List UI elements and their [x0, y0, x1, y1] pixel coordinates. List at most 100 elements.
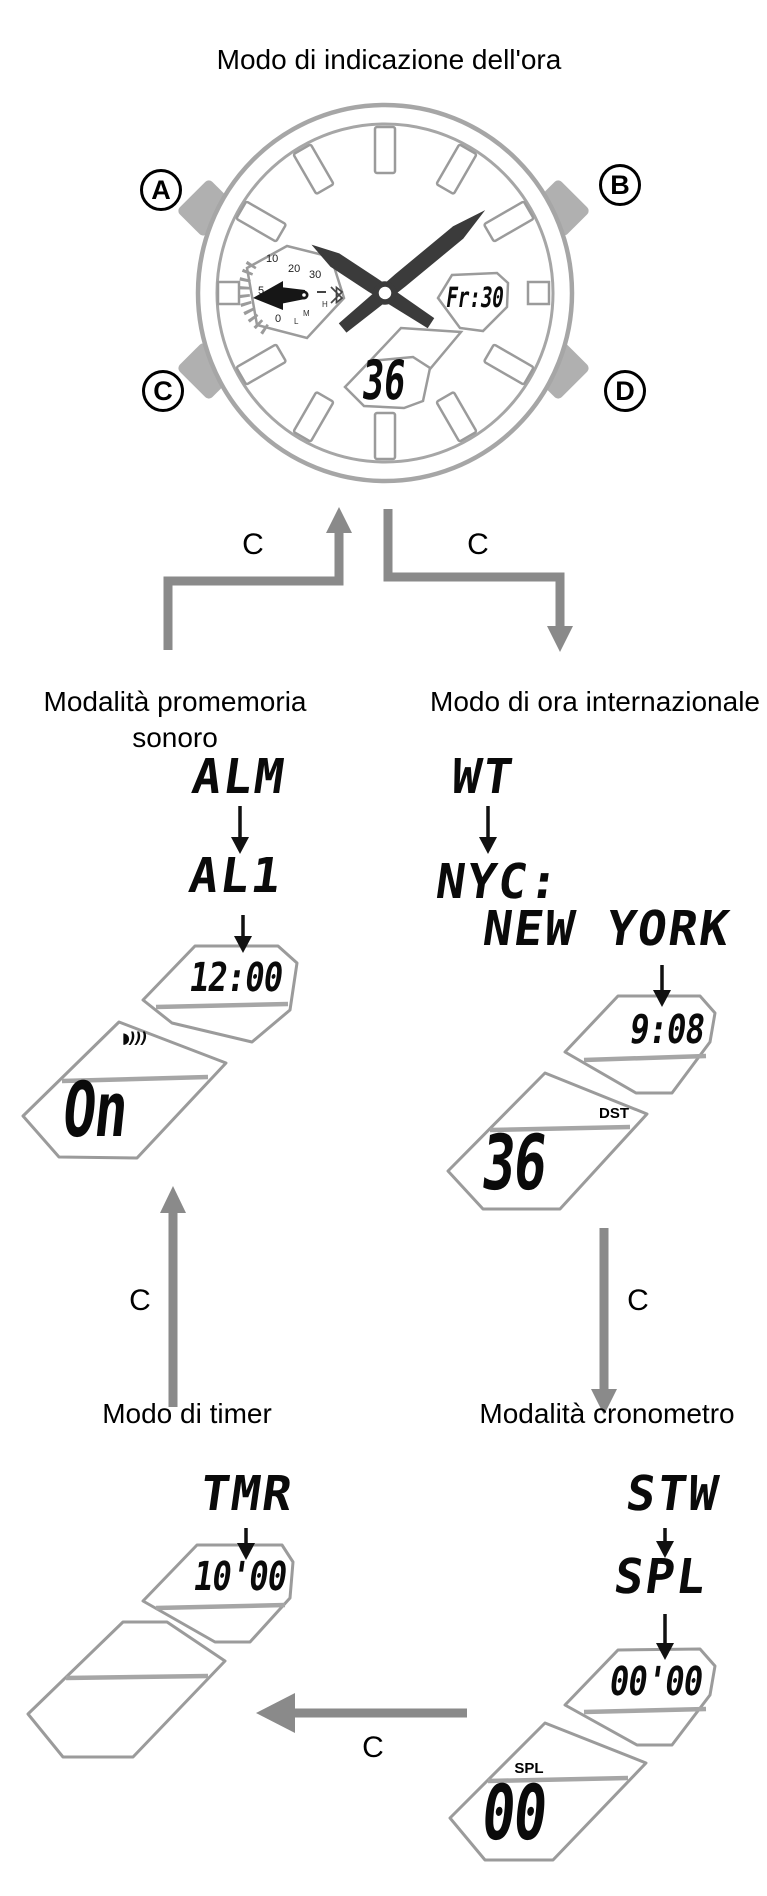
watch-day-date-display: Fr:30 — [444, 281, 507, 314]
flow-time-to-worldtime-line — [383, 509, 565, 626]
arrowhead-down-2 — [591, 1389, 617, 1415]
stopwatch-mode-title: Modalità cronometro — [479, 1398, 735, 1429]
stopwatch-sub-code: SPL — [610, 1549, 712, 1605]
subdial-label-20: 20 — [288, 263, 301, 275]
alarm-status-value: On — [58, 1065, 132, 1154]
right-crown — [526, 280, 551, 306]
split-badge: SPL — [514, 1760, 544, 1777]
marker-5 — [435, 391, 478, 443]
mode-flow-arrowheads — [160, 507, 617, 1733]
watch-button-b: B — [599, 164, 641, 206]
seq-head-6 — [656, 1541, 674, 1558]
center-pivot — [373, 281, 397, 305]
worldtime-mode-title: Modo di ora internazionale — [430, 686, 760, 717]
subdial-letter-m: M — [303, 309, 310, 318]
watch-hands — [311, 210, 486, 333]
mode-flow-lines — [163, 509, 609, 1718]
worldtime-time-value: 9:08 — [626, 1007, 708, 1053]
timer-mode-title: Modo di timer — [102, 1398, 272, 1429]
arrowhead-up-1 — [326, 507, 352, 533]
subdial-pivot-dot — [302, 293, 306, 297]
subdial-label-30: 30 — [309, 269, 322, 281]
marker-4 — [483, 343, 535, 386]
transition-label-2: C — [467, 528, 489, 561]
timer-time-panel — [141, 1543, 295, 1644]
alarm-time-panel — [141, 944, 299, 1044]
alarm-status-panel — [21, 1020, 228, 1160]
arrowhead-up-2 — [160, 1186, 186, 1213]
alarm-mode-title-line1: Modalità promemoria — [43, 686, 307, 717]
day-date-window — [436, 271, 510, 333]
seq-head-5 — [237, 1543, 255, 1560]
stopwatch-split-panel — [448, 1721, 648, 1862]
hour-hand — [311, 244, 435, 329]
transition-label-4: C — [627, 1284, 649, 1317]
subdial-letter-h: H — [322, 300, 328, 309]
stopwatch-mode-code: STW — [622, 1466, 724, 1522]
hour-markers — [235, 125, 535, 461]
pusher-a — [178, 180, 234, 236]
subdial-label-0: 0 — [275, 313, 282, 325]
transition-label-3: C — [129, 1284, 151, 1317]
subdial-tick-band — [238, 260, 270, 335]
divider-stopwatch-time — [583, 1706, 707, 1715]
divider-alarm-status — [61, 1074, 209, 1084]
subdial-label-10: 10 — [266, 253, 279, 265]
timer-mode-code: TMR — [196, 1466, 298, 1522]
marker-11 — [292, 143, 335, 195]
watch-illustration — [178, 102, 589, 484]
dst-badge: DST — [599, 1105, 629, 1122]
stopwatch-split-value: 00 — [477, 1768, 551, 1857]
arrowhead-left-1 — [256, 1693, 295, 1733]
worldtime-seconds-value: 36 — [477, 1118, 551, 1207]
transition-label-1: C — [242, 528, 264, 561]
divider-timer-time — [155, 1602, 286, 1611]
watch-seconds-display: 36 — [359, 349, 409, 412]
marker-2 — [483, 200, 535, 243]
bluetooth-icon — [330, 285, 344, 305]
flow-alarm-to-time-line — [163, 532, 344, 650]
seq-head-4 — [653, 990, 671, 1007]
alarm-on-icon: ◗))) — [122, 1029, 148, 1047]
stopwatch-time-panel — [563, 1647, 717, 1747]
subdial-letter-l: L — [294, 317, 299, 326]
divider-worldtime-seconds — [489, 1124, 631, 1133]
alarm-mode-title-line2: sonoro — [132, 722, 218, 753]
divider-alarm-time — [155, 1001, 289, 1010]
seconds-window — [343, 355, 432, 410]
minute-hand — [338, 210, 486, 333]
alarm-time-value: 12:00 — [186, 955, 286, 1001]
watch-button-d: D — [604, 370, 646, 412]
worldtime-mode-code: WT — [448, 749, 518, 805]
alarm-sub-code: AL1 — [185, 848, 287, 904]
watch-button-a: A — [140, 169, 182, 211]
watch-button-c: C — [142, 370, 184, 412]
marker-1 — [435, 143, 478, 195]
stopwatch-time-value: 00'00 — [606, 1659, 706, 1705]
page-title: Modo di indicazione dell'ora — [216, 44, 562, 75]
seq-head-2 — [234, 936, 252, 953]
timer-time-value: 10'00 — [190, 1554, 290, 1600]
marker-8 — [235, 343, 287, 386]
alarm-mode-title: Modalità promemoria sonoro — [44, 684, 307, 756]
marker-7 — [292, 391, 335, 443]
worldtime-city-name: NEW YORK — [479, 901, 735, 957]
divider-worldtime-time — [583, 1053, 707, 1063]
seq-head-7 — [656, 1643, 674, 1660]
marker-10 — [235, 200, 287, 243]
sequence-arrowheads — [231, 837, 674, 1660]
subdial-hand-head — [253, 281, 283, 310]
marker-6 — [373, 411, 397, 461]
worldtime-seconds-panel — [446, 1071, 649, 1211]
worldtime-city-code: NYC: — [432, 854, 564, 910]
lcd-panel-dividers — [61, 1001, 707, 1784]
seq-head-3 — [479, 837, 497, 854]
lcd-panels — [21, 944, 717, 1862]
alarm-mode-code: ALM — [188, 749, 290, 805]
transition-label-5: C — [362, 1731, 384, 1764]
subdial-hand-shaft — [280, 287, 305, 304]
seq-head-1 — [231, 837, 249, 854]
subdial-label-5: 5 — [258, 285, 265, 297]
